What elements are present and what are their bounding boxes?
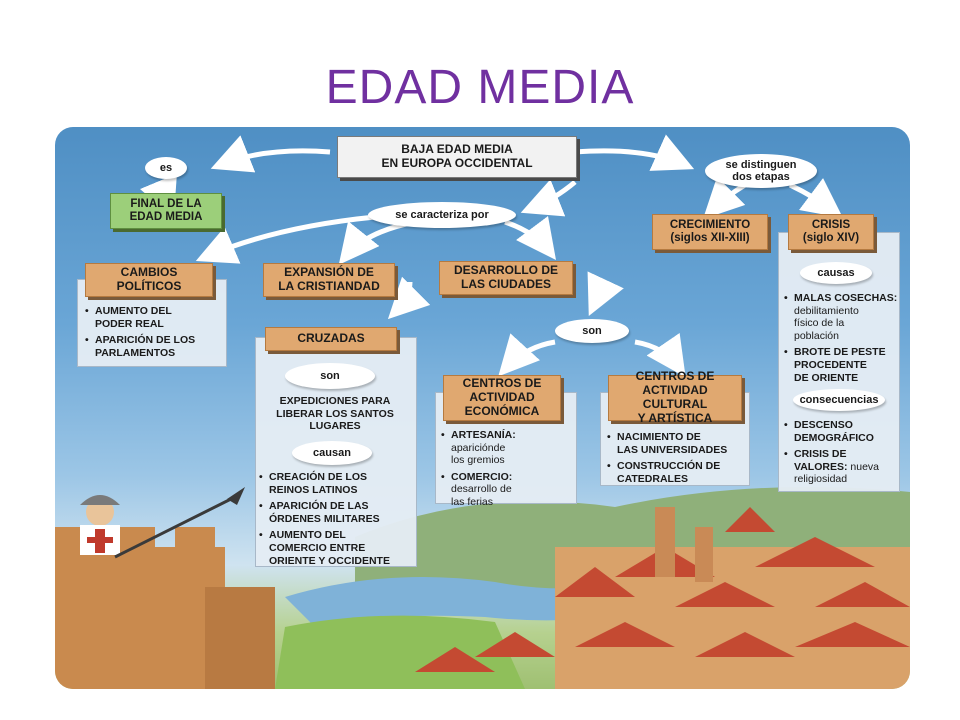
- item-detail: nueva religiosidad: [794, 460, 880, 486]
- list-item: BROTE DE PESTE PROCEDENTE DE ORIENTE: [784, 346, 900, 384]
- cultural-list: NACIMIENTO DE LAS UNIVERSIDADES CONSTRUC…: [607, 431, 747, 489]
- item-strong: CRISIS DE VALORES:: [794, 448, 848, 473]
- list-item: DESCENSO DEMOGRÁFICO: [784, 419, 900, 444]
- item-strong: ARTESANÍA:: [451, 429, 516, 441]
- cambios-politicos-node: CAMBIOS POLÍTICOS: [85, 263, 213, 297]
- connector-consecuencias: consecuencias: [793, 389, 885, 411]
- item-strong: DESCENSO DEMOGRÁFICO: [794, 419, 874, 444]
- desarrollo-ciudades-node: DESARROLLO DE LAS CIUDADES: [439, 261, 573, 295]
- list-item: CRISIS DE VALORES: nueva religiosidad: [784, 448, 900, 486]
- final-edad-media-node: FINAL DE LA EDAD MEDIA: [110, 193, 222, 229]
- list-item: CONSTRUCCIÓN DE CATEDRALES: [607, 460, 747, 485]
- list-item: AUMENTO DEL COMERCIO ENTRE ORIENTE Y OCC…: [259, 529, 415, 567]
- cruzadas-definition: EXPEDICIONES PARA LIBERAR LOS SANTOS LUG…: [276, 395, 394, 433]
- list-item: APARICIÓN DE LOS PARLAMENTOS: [85, 334, 225, 359]
- item-strong: COMERCIO:: [451, 470, 513, 483]
- list-item: APARICIÓN DE LAS ÓRDENES MILITARES: [259, 500, 415, 525]
- slide-title: EDAD MEDIA: [325, 61, 635, 114]
- centros-culturales-node: CENTROS DE ACTIVIDAD CULTURAL Y ARTÍSTIC…: [608, 370, 742, 425]
- crisis-node: CRISIS (siglo XIV): [788, 214, 874, 250]
- soldier: [80, 487, 245, 559]
- list-item: NACIMIENTO DE LAS UNIVERSIDADES: [607, 431, 747, 456]
- crecimiento-node: CRECIMIENTO (siglos XII-XIII): [652, 214, 768, 250]
- connector-es: es: [145, 157, 187, 179]
- connector-causan: causan: [292, 441, 372, 465]
- connector-se-distinguen: se distinguen dos etapas: [705, 154, 817, 188]
- castle-wall: [55, 527, 275, 689]
- town: [415, 507, 910, 689]
- list-item: AUMENTO DEL PODER REAL: [85, 305, 225, 330]
- background-scene: [55, 134, 910, 689]
- centros-economicos-node: CENTROS DE ACTIVIDAD ECONÓMICA: [443, 375, 561, 421]
- connector-son-cruzadas: son: [285, 363, 375, 389]
- list-item: MALAS COSECHAS: debilitamiento físico de…: [784, 292, 900, 342]
- crisis-causas-list: MALAS COSECHAS: debilitamiento físico de…: [784, 292, 900, 388]
- list-item: CREACIÓN DE LOS REINOS LATINOS: [259, 471, 415, 496]
- economica-list: ARTESANÍA: apariciónde los gremios COMER…: [441, 429, 573, 513]
- item-strong: MALAS COSECHAS:: [794, 292, 898, 304]
- crisis-consecuencias-list: DESCENSO DEMOGRÁFICO CRISIS DE VALORES: …: [784, 419, 900, 490]
- expansion-cristiandad-node: EXPANSIÓN DE LA CRISTIANDAD: [263, 263, 395, 297]
- connector-causas: causas: [800, 262, 872, 284]
- connector-son-ciudades: son: [555, 319, 629, 343]
- cruzadas-list: CREACIÓN DE LOS REINOS LATINOS APARICIÓN…: [259, 471, 415, 571]
- cruzadas-node: CRUZADAS: [265, 327, 397, 351]
- item-strong: BROTE DE PESTE PROCEDENTE DE ORIENTE: [794, 346, 886, 384]
- item-detail: desarrollo de las ferias: [451, 483, 512, 508]
- item-detail: apariciónde los gremios: [451, 441, 506, 467]
- root-node: BAJA EDAD MEDIA EN EUROPA OCCIDENTAL: [337, 136, 577, 178]
- cambios-list: AUMENTO DEL PODER REAL APARICIÓN DE LOS …: [85, 305, 225, 363]
- item-detail: debilitamiento físico de la población: [794, 304, 859, 342]
- concept-map-illustration: BAJA EDAD MEDIA EN EUROPA OCCIDENTAL es …: [55, 127, 910, 689]
- connector-se-caracteriza-por: se caracteriza por: [368, 202, 516, 228]
- arrows: [140, 134, 844, 378]
- list-item: COMERCIO: desarrollo de las ferias: [441, 471, 573, 509]
- list-item: ARTESANÍA: apariciónde los gremios: [441, 429, 573, 467]
